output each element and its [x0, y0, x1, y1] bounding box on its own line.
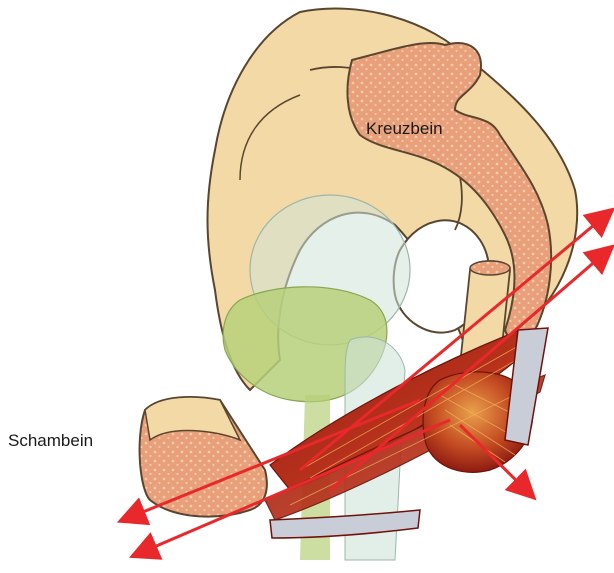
sacrum-label: Kreuzbein — [366, 120, 443, 137]
rectum-opening — [470, 261, 510, 275]
pubis-label: Schambein — [8, 432, 93, 449]
